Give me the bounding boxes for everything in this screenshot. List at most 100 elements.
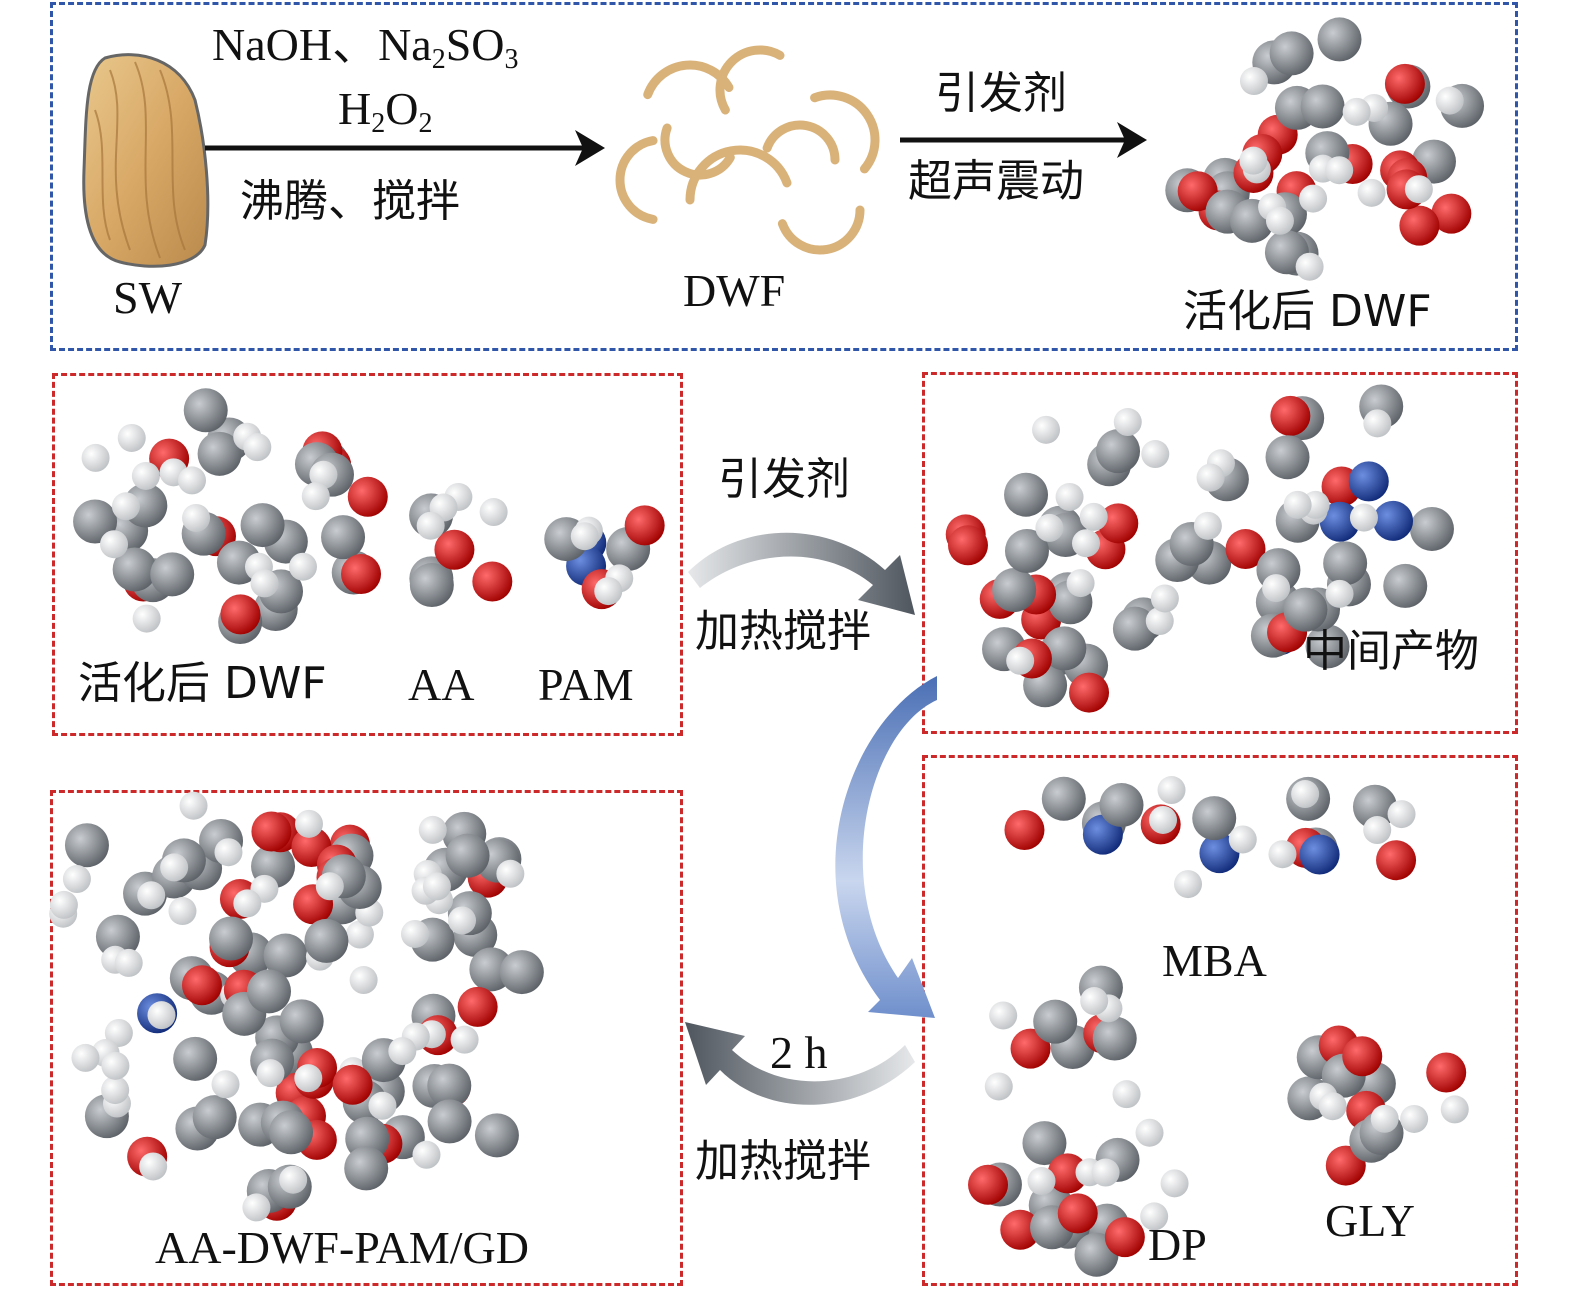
hydrogen-atom xyxy=(1295,252,1324,281)
arrow-activation xyxy=(900,122,1147,158)
oxygen-atom xyxy=(1098,503,1139,544)
hydrogen-atom xyxy=(412,1140,441,1169)
nitrogen-atom xyxy=(1299,834,1340,875)
carbon-atom xyxy=(192,1095,237,1140)
hydrogen-atom xyxy=(400,919,429,948)
carbon-atom xyxy=(173,1036,218,1081)
dp-label: DP xyxy=(1148,1219,1207,1270)
carbon-atom xyxy=(183,388,228,433)
hydrogen-atom xyxy=(1262,574,1291,603)
hydrogen-atom xyxy=(418,815,447,844)
hydrogen-atom xyxy=(1440,1095,1469,1124)
carbon-atom xyxy=(474,1113,519,1158)
oxygen-atom xyxy=(434,529,475,570)
carbon-atom xyxy=(1383,563,1428,608)
carbon-atom xyxy=(304,918,349,963)
fiber xyxy=(685,145,792,205)
carbon-atom xyxy=(1096,429,1141,474)
carbon-atom xyxy=(197,431,242,476)
hydrogen-atom xyxy=(1032,415,1061,444)
oxygen-atom xyxy=(1057,1193,1098,1234)
hydrogen-atom xyxy=(137,881,166,910)
hydrogen-atom xyxy=(1404,175,1433,204)
hydrogen-atom xyxy=(179,791,208,820)
hydrogen-atom xyxy=(1325,579,1354,608)
hydrogen-atom xyxy=(243,433,272,462)
hydrogen-atom xyxy=(1141,440,1170,469)
carbon-atom xyxy=(499,950,544,995)
hydrogen-atom xyxy=(168,897,197,926)
oxygen-atom xyxy=(332,1064,373,1105)
hydrogen-atom xyxy=(570,522,599,551)
carbon-atom xyxy=(1004,472,1049,517)
hydrogen-atom xyxy=(984,1072,1013,1101)
crosslinker-panel xyxy=(922,755,1518,1286)
activated-dwf-molecule-top xyxy=(1165,17,1485,281)
carbon-atom xyxy=(1041,776,1086,821)
hydrogen-atom xyxy=(160,853,189,882)
hydrogen-atom xyxy=(1150,584,1179,613)
hydrogen-atom xyxy=(1091,1158,1120,1187)
intermediate-label: 中间产物 xyxy=(1303,626,1479,677)
hydrogen-atom xyxy=(211,1070,240,1099)
carbon-atom xyxy=(1192,796,1237,841)
hydrogen-atom xyxy=(1342,97,1371,126)
hydrogen-atom xyxy=(242,1193,271,1222)
carbon-atom xyxy=(1283,587,1328,632)
oxygen-atom xyxy=(1342,1036,1383,1077)
hydrogen-atom xyxy=(117,423,146,452)
hydrogen-atom xyxy=(1363,816,1392,845)
oxygen-atom xyxy=(1000,1209,1041,1250)
carbon-atom xyxy=(1092,1016,1137,1061)
carbon-atom xyxy=(445,833,490,878)
nitrogen-atom xyxy=(1348,461,1389,502)
oxygen-atom xyxy=(1431,193,1472,234)
mba-label: MBA xyxy=(1162,935,1267,986)
activated-dwf-molecule xyxy=(73,388,388,645)
carbon-atom xyxy=(1004,528,1049,573)
hydrogen-atom xyxy=(1318,1092,1347,1121)
pretreatment-condition: 沸腾、搅拌 xyxy=(240,176,460,227)
hydrogen-atom xyxy=(1239,67,1268,96)
hydrogen-atom xyxy=(114,948,143,977)
hydrogen-atom xyxy=(1145,607,1174,636)
hydrogen-atom xyxy=(1055,482,1084,511)
hydrogen-atom xyxy=(1283,490,1312,519)
hydrogen-atom xyxy=(1363,409,1392,438)
hydrogen-atom xyxy=(100,530,129,559)
hydrogen-atom xyxy=(301,482,330,511)
carbon-atom xyxy=(344,1146,389,1191)
intermediate-panel xyxy=(922,372,1518,734)
hydrogen-atom xyxy=(178,466,207,495)
carbon-atom xyxy=(321,515,366,560)
hydrogen-atom xyxy=(233,889,262,918)
product-molecule-bottom-right xyxy=(332,1037,519,1191)
hydrogen-atom xyxy=(422,872,451,901)
hydrogen-atom xyxy=(1140,1202,1169,1231)
hydrogen-atom xyxy=(368,1091,397,1120)
carbon-atom xyxy=(1305,624,1350,669)
nitrogen-atom xyxy=(1373,500,1414,541)
oxygen-atom xyxy=(1376,840,1417,881)
product-label: AA-DWF-PAM/GD xyxy=(155,1222,529,1273)
fiber xyxy=(660,123,735,180)
hydrogen-atom xyxy=(1160,1169,1189,1198)
oxygen-atom xyxy=(968,1164,1009,1205)
hydrogen-atom xyxy=(279,1165,308,1194)
oxygen-atom xyxy=(181,965,222,1006)
oxygen-atom xyxy=(1177,171,1218,212)
hydrogen-atom xyxy=(1066,569,1095,598)
hydrogen-atom xyxy=(1035,513,1064,542)
hydrogen-atom xyxy=(1357,178,1386,207)
hydrogen-atom xyxy=(479,498,508,527)
carbon-atom xyxy=(240,503,285,548)
oxygen-atom xyxy=(1426,1052,1467,1093)
carbon-atom xyxy=(269,1110,314,1155)
hydrogen-atom xyxy=(1370,1104,1399,1133)
hydrogen-atom xyxy=(315,872,344,901)
arrow-graft-reaction xyxy=(688,532,915,615)
hydrogen-atom xyxy=(1080,987,1109,1016)
hydrogen-atom xyxy=(101,1076,130,1105)
carbon-atom xyxy=(247,969,292,1014)
